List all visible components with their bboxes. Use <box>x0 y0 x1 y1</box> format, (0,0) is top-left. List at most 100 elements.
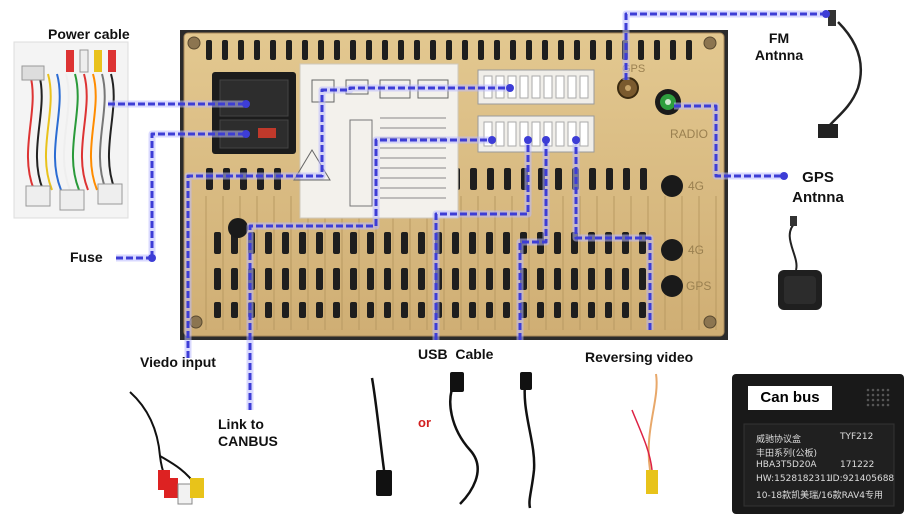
plug-pin <box>567 75 577 99</box>
label-fuse: Fuse <box>70 249 103 265</box>
grille-hole <box>886 398 890 402</box>
label-reversing-video: Reversing video <box>585 349 694 365</box>
vent-slot <box>623 168 630 190</box>
vent-slot <box>537 268 544 290</box>
cable-line <box>674 104 784 178</box>
vent-slot <box>503 232 510 254</box>
cable-line <box>150 132 246 258</box>
label-power-cable: Power cable <box>48 26 130 42</box>
cable-line <box>574 140 652 330</box>
vent-slot <box>238 40 244 60</box>
vent-slot <box>401 232 408 254</box>
vent-slot <box>350 268 357 290</box>
vent-slot <box>639 302 646 318</box>
label-canbus-line2: CANBUS <box>218 433 278 449</box>
plug-pin <box>555 75 565 99</box>
canbus-text-model: TYF212 <box>840 432 874 442</box>
vent-slot <box>367 302 374 318</box>
vent-slot <box>622 302 629 318</box>
unit-label-4g-1: 4G <box>688 179 704 193</box>
vent-slot <box>504 168 511 190</box>
plug-pin <box>531 75 541 99</box>
vent-slot <box>282 268 289 290</box>
grille-hole <box>871 403 875 407</box>
vent-slot <box>206 40 212 60</box>
vent-slot <box>299 232 306 254</box>
vent-slot <box>414 40 420 60</box>
fm-antenna-image <box>818 10 863 138</box>
cable-connection-lines <box>108 10 830 410</box>
vent-slot <box>299 302 306 318</box>
vent-slot <box>254 40 260 60</box>
vent-slot <box>302 40 308 60</box>
label-gps-line1: GPS <box>802 169 834 186</box>
vent-slot <box>588 302 595 318</box>
vent-slot <box>214 268 221 290</box>
plug-pin <box>555 121 565 147</box>
vent-slot <box>286 40 292 60</box>
vent-slot <box>654 40 660 60</box>
grille-hole <box>871 398 875 402</box>
harness-wire <box>99 73 107 191</box>
vent-slot <box>367 232 374 254</box>
vent-slot <box>469 232 476 254</box>
harness-wire <box>63 73 71 191</box>
vent-slot <box>452 268 459 290</box>
cable-endpoint <box>488 136 496 144</box>
vent-slot <box>318 40 324 60</box>
reversing-video-cable-image <box>631 373 658 494</box>
vent-slot <box>398 40 404 60</box>
label-link-canbus: Link to CANBUS <box>218 416 278 450</box>
grille-hole <box>876 398 880 402</box>
vent-slot <box>554 302 561 318</box>
cable-endpoint <box>572 136 580 144</box>
cable-endpoint <box>242 130 250 138</box>
vent-slot <box>542 40 548 60</box>
canbus-text-line2: 丰田系列(公板) <box>756 449 818 459</box>
vent-slot <box>462 40 468 60</box>
plug-pin <box>495 121 505 147</box>
harness-wire <box>45 73 53 191</box>
unit-label-radio: RADIO <box>670 127 708 141</box>
label-canbus-line1: Link to <box>218 416 264 432</box>
vent-slot <box>270 40 276 60</box>
antenna-socket-4g-1 <box>661 175 683 197</box>
cable-endpoint <box>506 84 514 92</box>
vent-slot <box>639 268 646 290</box>
vent-slot <box>510 40 516 60</box>
canbus-text-line5: 10-18款凯美瑞/16款RAV4专用 <box>756 491 883 501</box>
screw-icon <box>187 36 201 50</box>
cable-line <box>186 86 510 358</box>
plug-pin <box>531 121 541 147</box>
vent-slot <box>366 40 372 60</box>
antenna-socket-gps <box>661 275 683 297</box>
grille-hole <box>876 388 880 392</box>
grille-hole <box>866 388 870 392</box>
plug-pin <box>579 121 589 147</box>
video-socket <box>228 218 248 238</box>
vent-slot <box>571 302 578 318</box>
cable-endpoint <box>542 136 550 144</box>
vent-slot <box>350 232 357 254</box>
vent-slot <box>418 268 425 290</box>
vent-slot <box>265 268 272 290</box>
cable-endpoint <box>524 136 532 144</box>
cable-endpoint <box>780 172 788 180</box>
cable-endpoint <box>148 254 156 262</box>
vent-slot <box>638 40 644 60</box>
vent-slot <box>333 232 340 254</box>
vent-slot <box>622 268 629 290</box>
vent-slot <box>537 302 544 318</box>
vent-slot <box>571 268 578 290</box>
vent-slot <box>588 268 595 290</box>
screw-icon <box>703 36 717 50</box>
power-connector <box>212 72 296 154</box>
plug-pin <box>519 121 529 147</box>
speaker-grille-icon <box>866 388 890 407</box>
canbus-text-id: ID:921405688 <box>830 474 895 484</box>
video-input-cable-image <box>129 391 204 505</box>
canbus-text-line1: 威驰协议盒 <box>756 435 802 445</box>
radio-socket <box>655 89 681 115</box>
vent-slot <box>554 232 561 254</box>
plug-pin <box>507 121 517 147</box>
